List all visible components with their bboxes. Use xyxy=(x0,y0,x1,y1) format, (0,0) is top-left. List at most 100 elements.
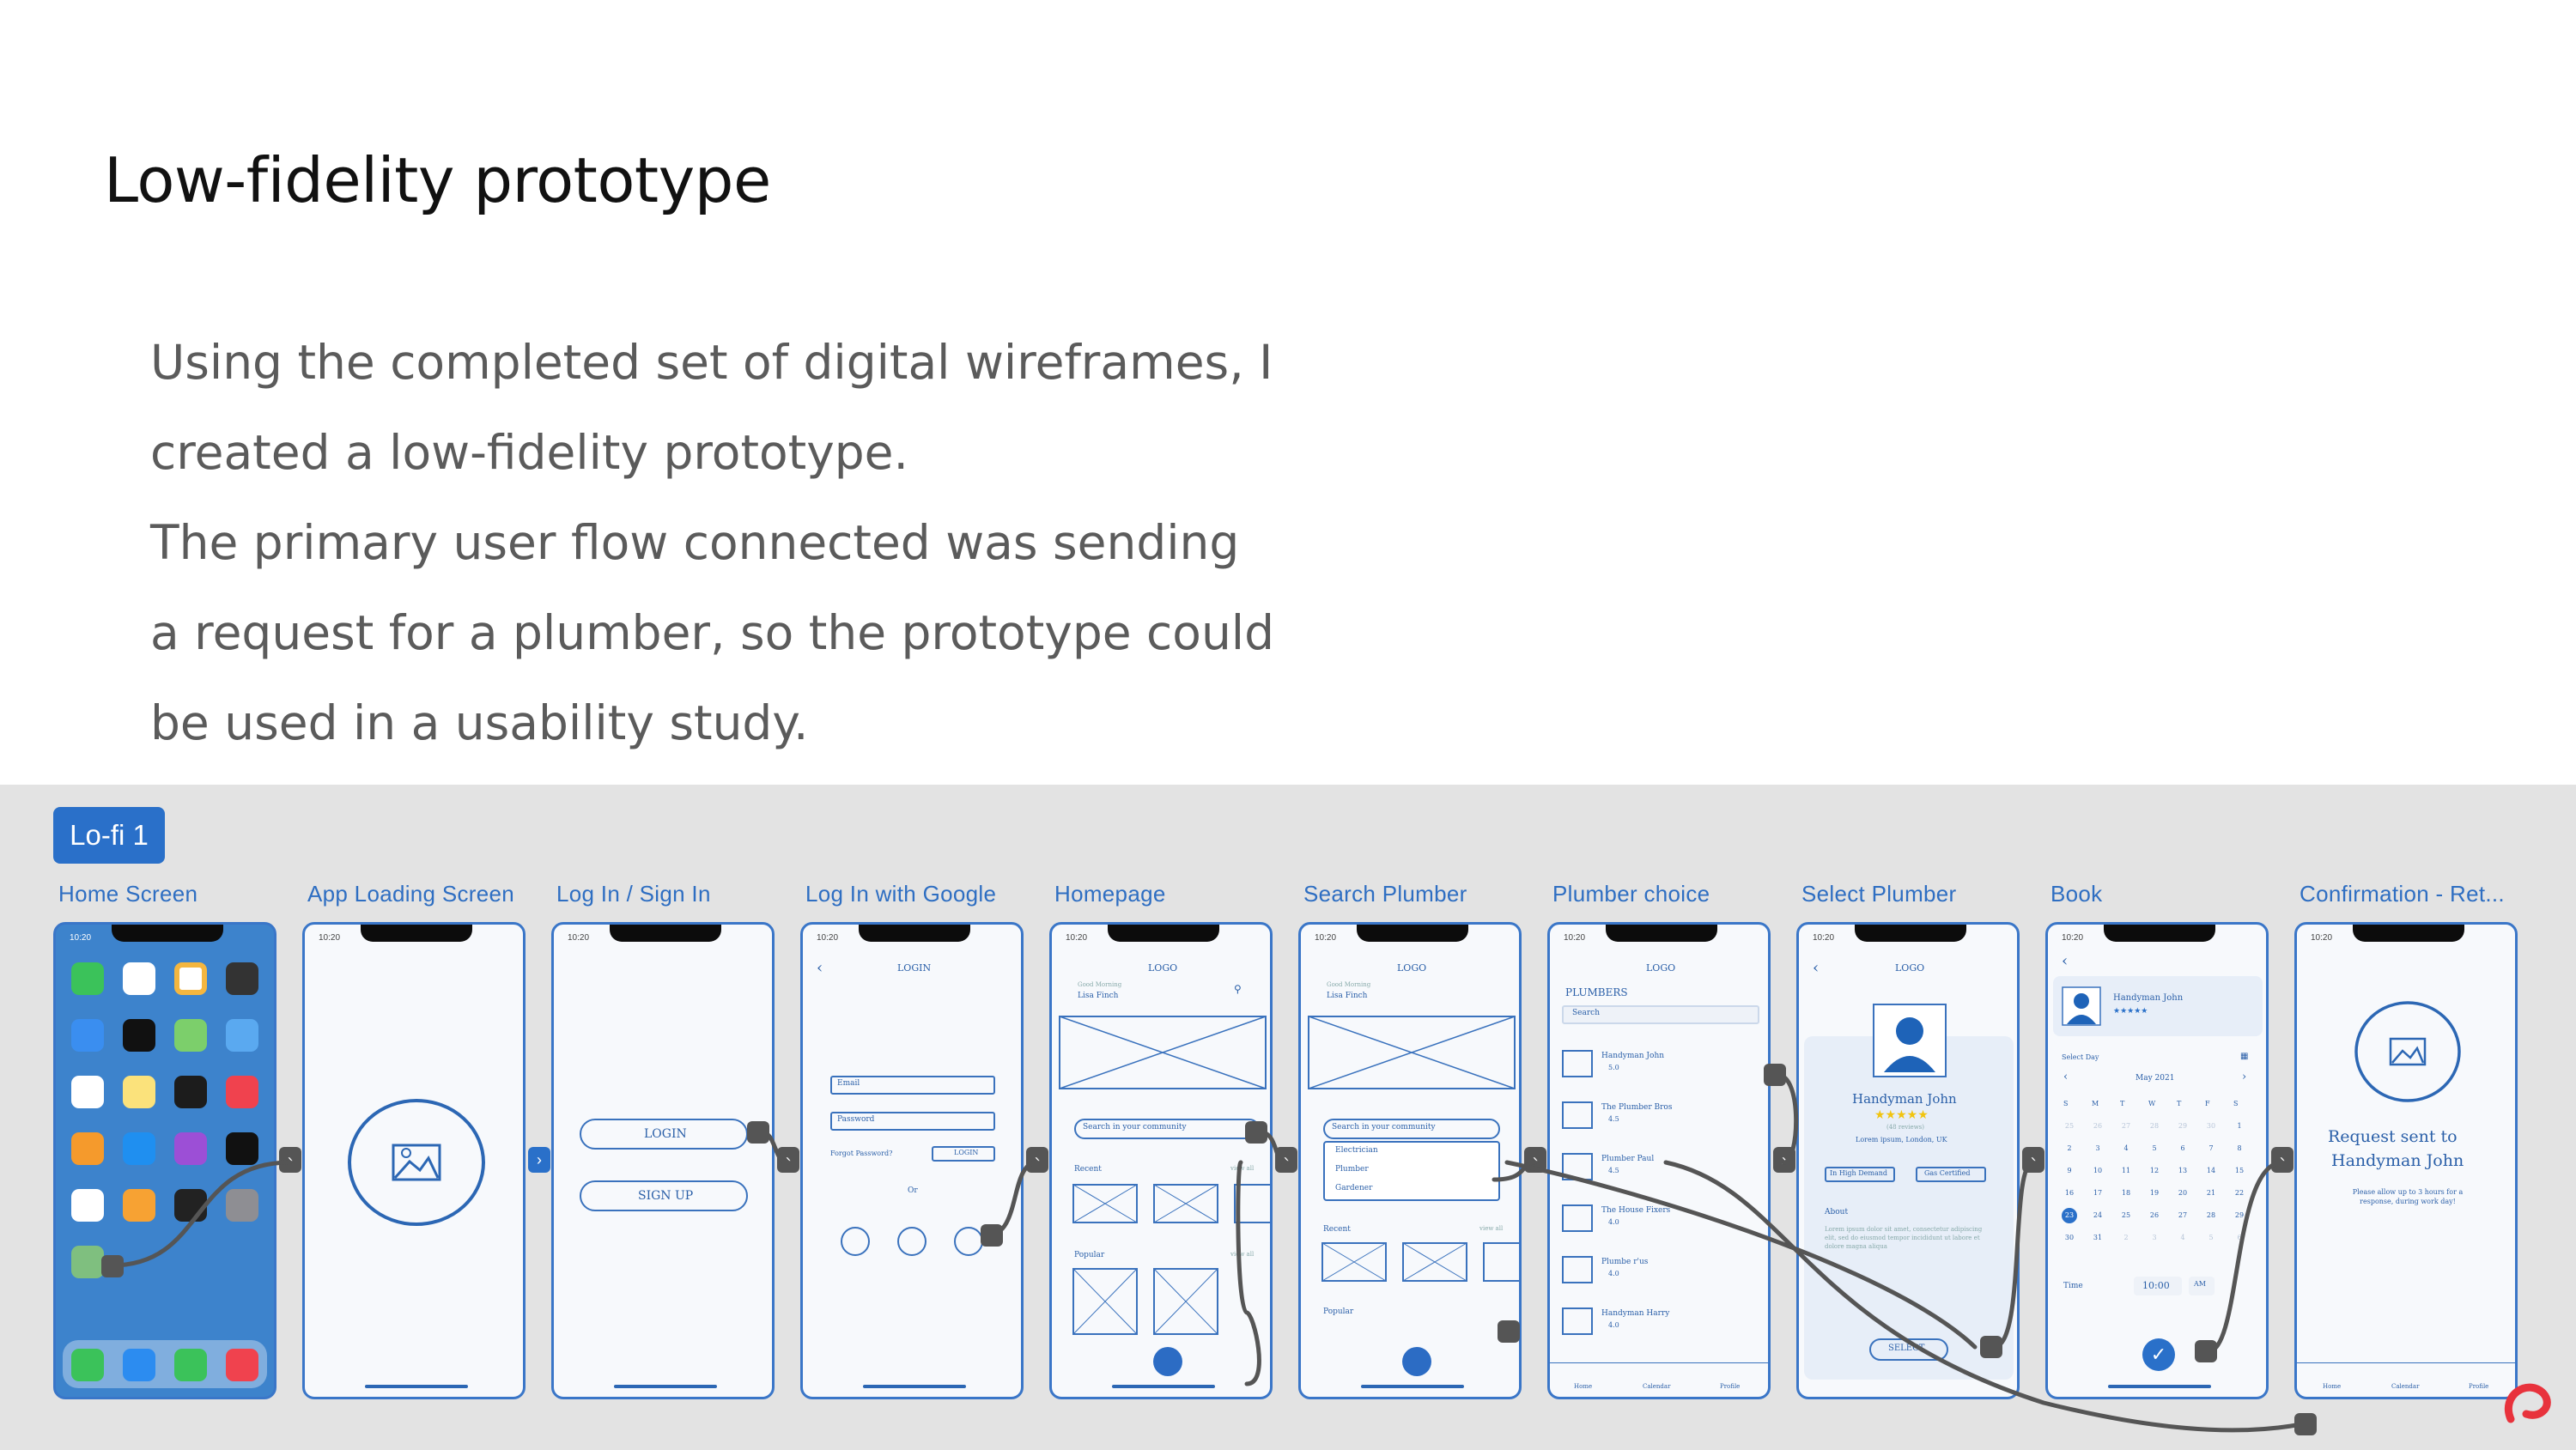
calendar-day[interactable]: 27 xyxy=(2178,1211,2188,1219)
flow-arrow-icon[interactable]: › xyxy=(528,1147,550,1173)
calendar-day[interactable]: 24 xyxy=(2093,1211,2103,1219)
view-all-link[interactable]: view all xyxy=(1230,1165,1255,1172)
frame-label-app-loading[interactable]: App Loading Screen xyxy=(307,881,515,907)
tab-home[interactable]: Home xyxy=(2323,1383,2342,1390)
plumber-name[interactable]: Handyman John xyxy=(1601,1052,1665,1060)
calendar-day[interactable]: 31 xyxy=(2093,1234,2103,1241)
frame-label-homepage[interactable]: Homepage xyxy=(1054,881,1166,907)
calendar-day[interactable]: 8 xyxy=(2237,1144,2242,1152)
calendar-day[interactable]: 15 xyxy=(2234,1167,2245,1174)
calendar-day[interactable]: 6 xyxy=(2180,1144,2185,1152)
calendar-day[interactable]: 25 xyxy=(2064,1122,2075,1130)
calendar-day[interactable]: 4 xyxy=(2123,1144,2129,1152)
plumber-name[interactable]: Plumber Paul xyxy=(1601,1155,1655,1163)
calendar-day[interactable]: 7 xyxy=(2208,1144,2214,1152)
frame-label-select-plumber[interactable]: Select Plumber xyxy=(1801,881,1957,907)
calendar-day[interactable]: 10 xyxy=(2093,1167,2103,1174)
calendar-day[interactable]: 3 xyxy=(2152,1234,2157,1241)
confirm-check-icon[interactable]: ✓ xyxy=(2142,1338,2175,1371)
password-field[interactable] xyxy=(830,1112,995,1131)
frame-label-search-plumber[interactable]: Search Plumber xyxy=(1303,881,1467,907)
suggestion-plumber[interactable]: Plumber xyxy=(1335,1165,1369,1174)
prev-month-icon[interactable]: ‹ xyxy=(2063,1071,2069,1083)
frame-login-google[interactable]: 10:20 ‹ LOGIN Email Password Forgot Pass… xyxy=(800,922,1024,1399)
calendar-day[interactable]: 13 xyxy=(2178,1167,2188,1174)
calendar-day[interactable]: 20 xyxy=(2178,1189,2188,1197)
social-good-icon[interactable] xyxy=(71,1246,104,1278)
time-field[interactable] xyxy=(2134,1277,2182,1295)
calendar-day[interactable]: 26 xyxy=(2149,1211,2160,1219)
calendar-day[interactable]: 25 xyxy=(2121,1211,2131,1219)
profile-search-icon[interactable]: ⚲ xyxy=(1234,983,1242,995)
twitter-icon[interactable] xyxy=(897,1227,927,1256)
frame-search-plumber[interactable]: 10:20 LOGO Good Morning Lisa Finch Searc… xyxy=(1298,922,1522,1399)
plumber-name[interactable]: The House Fixers xyxy=(1601,1206,1671,1215)
search-input[interactable] xyxy=(1323,1119,1500,1139)
plumber-name[interactable]: Plumbe r'us xyxy=(1601,1258,1649,1266)
calendar-day[interactable]: 4 xyxy=(2180,1234,2185,1241)
calendar-day[interactable]: 14 xyxy=(2206,1167,2216,1174)
calendar-day[interactable]: 29 xyxy=(2178,1122,2188,1130)
frame-label-plumber-choice[interactable]: Plumber choice xyxy=(1552,881,1710,907)
prototype-canvas[interactable]: Lo-fi 1 Home Screen App Loading Screen L… xyxy=(0,785,2576,1450)
prototype-tag[interactable]: Lo-fi 1 xyxy=(53,807,165,864)
calendar-day[interactable]: 29 xyxy=(2234,1211,2245,1219)
suggestion-dropdown[interactable] xyxy=(1323,1141,1500,1201)
calendar-day[interactable]: 23 xyxy=(2062,1208,2077,1223)
flow-arrow-icon[interactable]: › xyxy=(279,1147,301,1173)
calendar-day[interactable]: 3 xyxy=(2095,1144,2100,1152)
back-arrow-icon[interactable]: ‹ xyxy=(1813,959,1820,977)
forgot-password-link[interactable]: Forgot Password? xyxy=(830,1150,893,1157)
calendar-icon[interactable]: ▦ xyxy=(2240,1052,2249,1061)
calendar-day[interactable]: 2 xyxy=(2067,1144,2072,1152)
view-all-link[interactable]: view all xyxy=(1230,1251,1255,1258)
popular-thumbnails[interactable] xyxy=(1072,1268,1273,1337)
login-submit-button[interactable] xyxy=(932,1146,995,1162)
view-all-link[interactable]: view all xyxy=(1479,1225,1504,1232)
menu-fab-icon[interactable] xyxy=(1153,1347,1182,1376)
ampm-toggle[interactable] xyxy=(2189,1277,2215,1295)
calendar-day[interactable]: 9 xyxy=(2067,1167,2072,1174)
calendar-day[interactable]: 5 xyxy=(2208,1234,2214,1241)
calendar-day[interactable]: 11 xyxy=(2121,1167,2131,1174)
frame-label-book[interactable]: Book xyxy=(2050,881,2103,907)
calendar-day[interactable]: 2 xyxy=(2123,1234,2129,1241)
calendar-day[interactable]: 16 xyxy=(2064,1189,2075,1197)
flow-arrow-icon[interactable]: › xyxy=(2271,1147,2293,1173)
recent-thumbnails[interactable] xyxy=(1321,1242,1522,1283)
plumber-name[interactable]: Handyman Harry xyxy=(1601,1309,1670,1318)
flow-arrow-icon[interactable]: › xyxy=(1026,1147,1048,1173)
frame-home-screen[interactable]: 10:20 xyxy=(53,922,276,1399)
tab-calendar[interactable]: Calendar xyxy=(1643,1383,1671,1390)
next-month-icon[interactable]: › xyxy=(2242,1071,2247,1083)
frame-login-signin[interactable]: 10:20 LOGIN SIGN UP xyxy=(551,922,775,1399)
calendar-day[interactable]: 30 xyxy=(2064,1234,2075,1241)
tab-home[interactable]: Home xyxy=(1574,1383,1593,1390)
search-input[interactable] xyxy=(1562,1005,1759,1024)
menu-fab-icon[interactable] xyxy=(1402,1347,1431,1376)
frame-label-login-signin[interactable]: Log In / Sign In xyxy=(556,881,711,907)
tab-calendar[interactable]: Calendar xyxy=(2391,1383,2420,1390)
tab-profile[interactable]: Profile xyxy=(1720,1383,1741,1390)
frame-confirmation[interactable]: 10:20 Request sent to Handyman John Plea… xyxy=(2294,922,2518,1399)
calendar-day[interactable]: 1 xyxy=(2237,1122,2242,1130)
suggestion-gardener[interactable]: Gardener xyxy=(1335,1184,1373,1192)
signup-button[interactable] xyxy=(580,1180,748,1211)
frame-label-login-google[interactable]: Log In with Google xyxy=(805,881,997,907)
frame-book[interactable]: 10:20 ‹ Handyman John ★★★★★ Select Day ▦… xyxy=(2045,922,2269,1399)
frame-app-loading[interactable]: 10:20 xyxy=(302,922,526,1399)
calendar-day[interactable]: 28 xyxy=(2206,1211,2216,1219)
frame-label-confirmation[interactable]: Confirmation - Ret... xyxy=(2300,881,2505,907)
calendar-day[interactable]: 30 xyxy=(2206,1122,2216,1130)
calendar-day[interactable]: 28 xyxy=(2149,1122,2160,1130)
calendar-day[interactable]: 6 xyxy=(2237,1234,2242,1241)
frame-label-home-screen[interactable]: Home Screen xyxy=(58,881,198,907)
calendar-day[interactable]: 18 xyxy=(2121,1189,2131,1197)
calendar-day[interactable]: 21 xyxy=(2206,1189,2216,1197)
calendar-day[interactable]: 19 xyxy=(2149,1189,2160,1197)
tab-profile[interactable]: Profile xyxy=(2469,1383,2489,1390)
back-arrow-icon[interactable]: ‹ xyxy=(2062,952,2069,970)
calendar-day[interactable]: 17 xyxy=(2093,1189,2103,1197)
frame-plumber-choice[interactable]: 10:20 LOGO PLUMBERS Search Handyman John… xyxy=(1547,922,1771,1399)
